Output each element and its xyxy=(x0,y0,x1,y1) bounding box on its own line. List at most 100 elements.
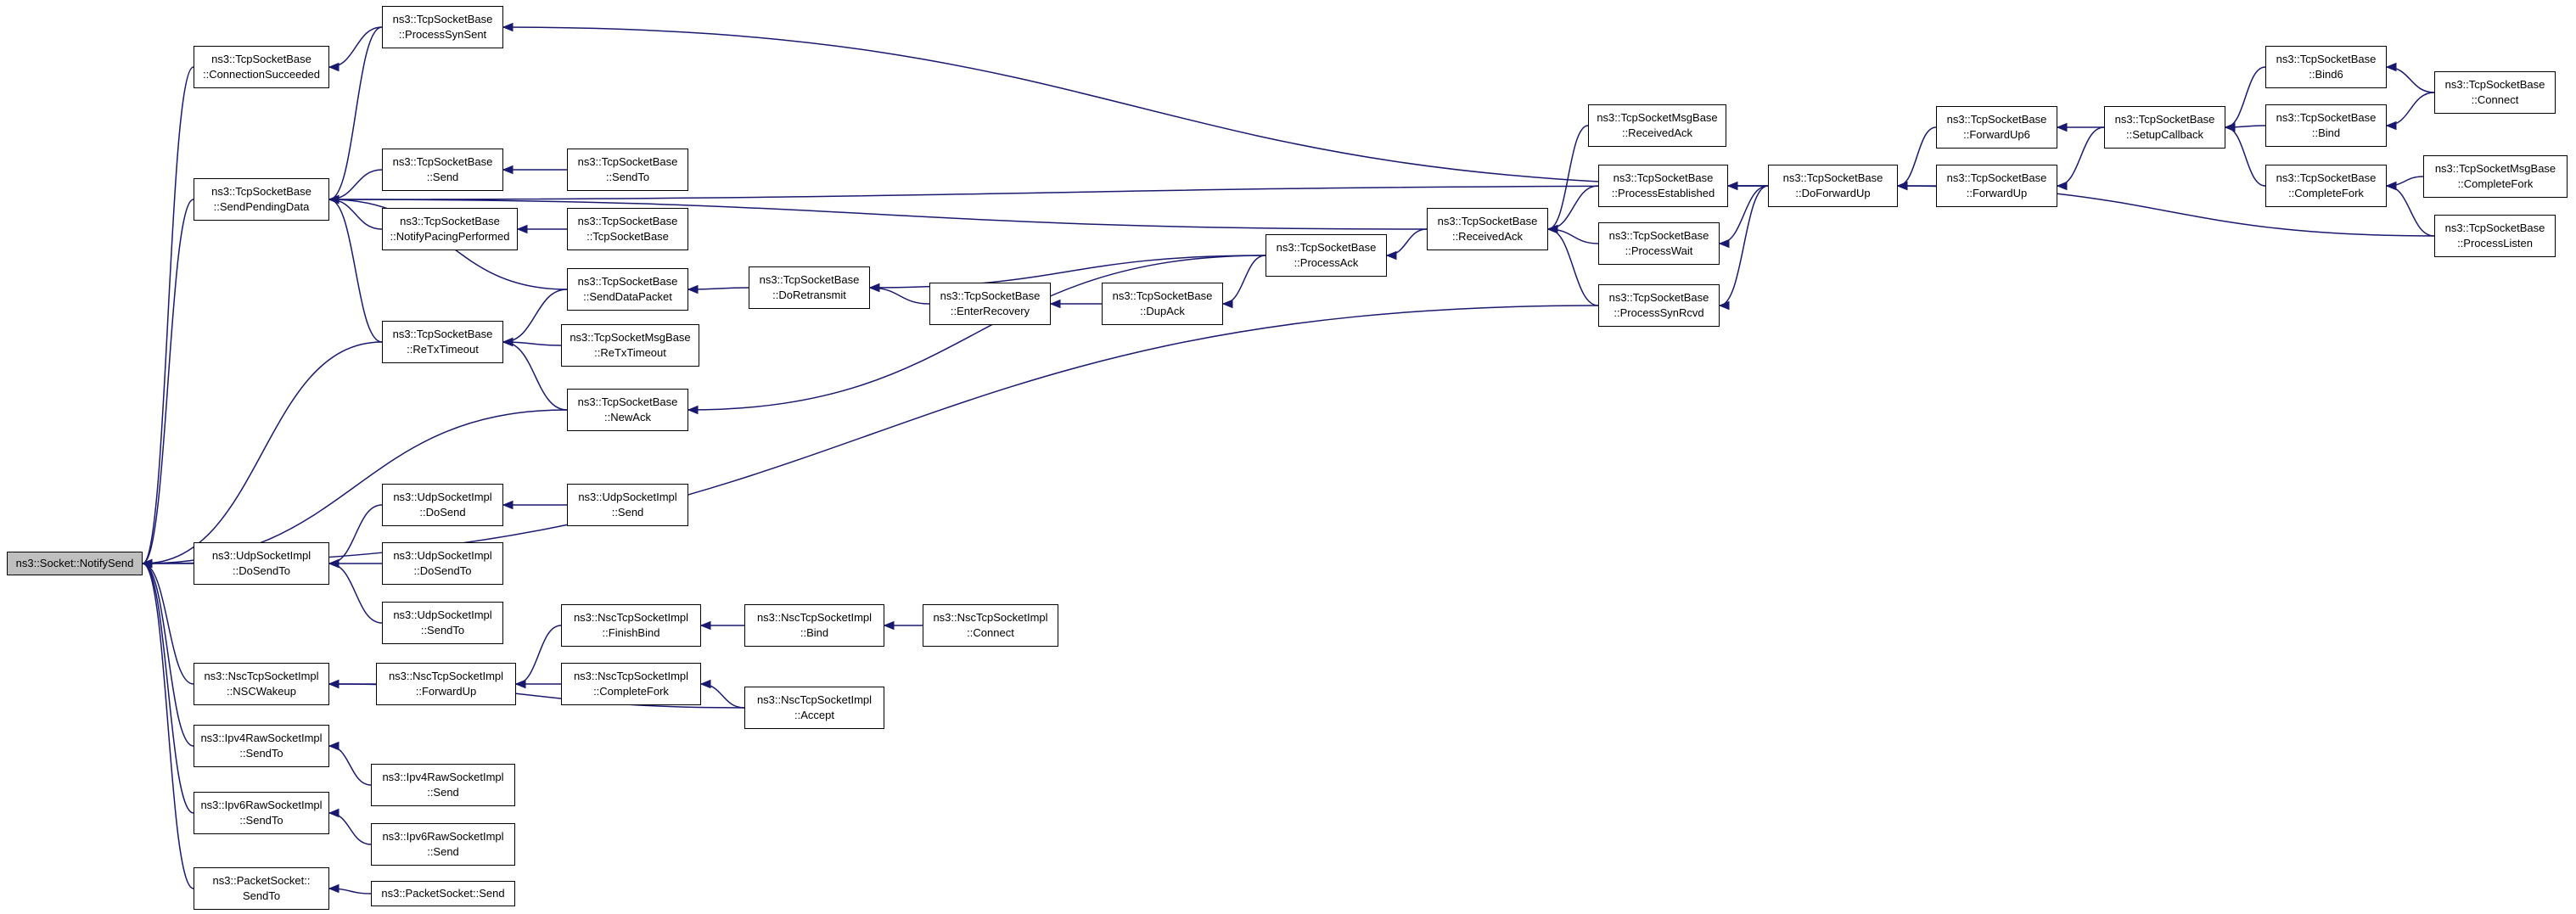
call-edge-arrowhead xyxy=(699,620,711,631)
call-edge-arrowhead xyxy=(2224,122,2236,132)
call-edge-arrowhead xyxy=(502,22,514,32)
graph-node-tcp-send[interactable]: ns3::TcpSocketBase::Send xyxy=(382,149,503,191)
graph-node-send-pending-data[interactable]: ns3::TcpSocketBase::SendPendingData xyxy=(194,178,329,221)
graph-node-label: ns3::TcpSocketBase xyxy=(1946,113,2047,126)
graph-node-bind[interactable]: ns3::TcpSocketBase::Bind xyxy=(2265,104,2387,147)
graph-node-tcp-ctor[interactable]: ns3::TcpSocketBase::TcpSocketBase xyxy=(567,208,688,250)
graph-node-re-tx-timeout[interactable]: ns3::TcpSocketBase::ReTxTimeout xyxy=(382,321,503,363)
call-edge-arrowhead xyxy=(1896,181,1908,191)
graph-node-label: ::ReTxTimeout xyxy=(594,346,666,359)
call-edge-arrowhead xyxy=(328,558,340,569)
graph-node-label: ::ProcessListen xyxy=(2457,237,2533,250)
graph-node-label: ns3::TcpSocketBase xyxy=(2276,53,2377,65)
graph-node-udp-do-send-to2[interactable]: ns3::UdpSocketImpl::DoSendTo xyxy=(382,542,503,585)
call-edge-arrowhead xyxy=(2385,181,2397,191)
call-edge xyxy=(142,563,194,889)
graph-node-do-retransmit[interactable]: ns3::TcpSocketBase::DoRetransmit xyxy=(749,266,870,309)
graph-node-msg-complete-fork[interactable]: ns3::TcpSocketMsgBase::CompleteFork xyxy=(2423,155,2568,198)
graph-node-label: ns3::TcpSocketBase xyxy=(577,395,678,408)
graph-node-do-forward-up[interactable]: ns3::TcpSocketBase::DoForwardUp xyxy=(1768,165,1898,207)
graph-node-label: ns3::TcpSocketBase xyxy=(211,53,311,65)
graph-node-ipv6-send[interactable]: ns3::Ipv6RawSocketImpl::Send xyxy=(371,823,515,866)
call-edge xyxy=(328,199,1428,230)
graph-node-forward-up6[interactable]: ns3::TcpSocketBase::ForwardUp6 xyxy=(1936,106,2057,149)
graph-node-process-listen[interactable]: ns3::TcpSocketBase::ProcessListen xyxy=(2434,215,2556,257)
call-edge-arrowhead xyxy=(1385,250,1397,261)
graph-node-label: ::ReTxTimeout xyxy=(407,343,479,356)
graph-node-setup-callback[interactable]: ns3::TcpSocketBase::SetupCallback xyxy=(2104,106,2225,149)
call-edge xyxy=(502,26,1769,187)
graph-node-label: ::SendTo xyxy=(420,624,465,636)
call-edge-arrowhead xyxy=(2385,62,2397,72)
call-edge xyxy=(2225,126,2266,187)
graph-node-conn-succeeded[interactable]: ns3::TcpSocketBase::ConnectionSucceeded xyxy=(194,46,329,88)
graph-node-msg-received-ack[interactable]: ns3::TcpSocketMsgBase::ReceivedAck xyxy=(1588,104,1726,147)
graph-node-nsc-complete-fork[interactable]: ns3::NscTcpSocketImpl::CompleteFork xyxy=(561,663,701,705)
graph-node-ipv4-send[interactable]: ns3::Ipv4RawSocketImpl::Send xyxy=(371,764,515,806)
graph-node-enter-recovery[interactable]: ns3::TcpSocketBase::EnterRecovery xyxy=(929,283,1051,325)
graph-node-msg-re-tx-timeout[interactable]: ns3::TcpSocketMsgBase::ReTxTimeout xyxy=(561,324,699,367)
call-edge xyxy=(328,745,372,786)
graph-node-udp-do-send-to[interactable]: ns3::UdpSocketImpl::DoSendTo xyxy=(194,542,329,585)
graph-node-process-syn-sent[interactable]: ns3::TcpSocketBase::ProcessSynSent xyxy=(382,6,503,48)
graph-node-complete-fork[interactable]: ns3::TcpSocketBase::CompleteFork xyxy=(2265,165,2387,207)
graph-node-label: ns3::NscTcpSocketImpl xyxy=(933,611,1048,624)
graph-node-label: ::ProcessSynSent xyxy=(398,28,487,41)
graph-node-send-data-packet[interactable]: ns3::TcpSocketBase::SendDataPacket xyxy=(567,268,688,311)
graph-node-label: ::DoSendTo xyxy=(233,564,290,577)
call-edge-arrowhead xyxy=(514,679,526,689)
graph-node-forward-up[interactable]: ns3::TcpSocketBase::ForwardUp xyxy=(1936,165,2057,207)
graph-node-udp-send-to[interactable]: ns3::UdpSocketImpl::SendTo xyxy=(382,602,503,644)
graph-node-nsc-finish-bind[interactable]: ns3::NscTcpSocketImpl::FinishBind xyxy=(561,604,701,647)
graph-node-packet-send[interactable]: ns3::PacketSocket::Send xyxy=(371,881,515,906)
graph-node-packet-send-to[interactable]: ns3::PacketSocket::SendTo xyxy=(194,867,329,910)
graph-node-label: ns3::UdpSocketImpl xyxy=(393,549,492,562)
call-edge-arrowhead xyxy=(502,500,514,510)
graph-node-label: ::FinishBind xyxy=(602,626,660,639)
graph-node-nsc-connect[interactable]: ns3::NscTcpSocketImpl::Connect xyxy=(923,604,1058,647)
call-edge-arrowhead xyxy=(687,405,699,415)
graph-node-label: ns3::TcpSocketBase xyxy=(1437,215,1538,227)
graph-node-label: ns3::TcpSocketBase xyxy=(759,273,860,286)
call-edge xyxy=(142,409,568,564)
call-edge xyxy=(1222,255,1266,305)
graph-node-bind6[interactable]: ns3::TcpSocketBase::Bind6 xyxy=(2265,46,2387,88)
graph-node-received-ack[interactable]: ns3::TcpSocketBase::ReceivedAck xyxy=(1427,208,1548,250)
graph-node-label: ns3::TcpSocketBase xyxy=(577,275,678,288)
graph-node-label: ::ReceivedAck xyxy=(1451,230,1524,243)
graph-node-process-syn-rcvd[interactable]: ns3::TcpSocketBase::ProcessSynRcvd xyxy=(1598,284,1720,327)
call-edge-arrowhead xyxy=(328,194,340,205)
graph-node-connect[interactable]: ns3::TcpSocketBase::Connect xyxy=(2434,71,2556,114)
graph-node-ipv4-send-to[interactable]: ns3::Ipv4RawSocketImpl::SendTo xyxy=(194,725,329,767)
graph-node-label: ::ProcessWait xyxy=(1625,244,1693,257)
graph-node-label: ::TcpSocketBase xyxy=(586,230,669,243)
graph-node-nsc-forward-up[interactable]: ns3::NscTcpSocketImpl::ForwardUp xyxy=(376,663,516,705)
graph-node-dup-ack[interactable]: ns3::TcpSocketBase::DupAck xyxy=(1102,283,1223,325)
graph-node-new-ack[interactable]: ns3::TcpSocketBase::NewAck xyxy=(567,389,688,431)
graph-node-process-wait[interactable]: ns3::TcpSocketBase::ProcessWait xyxy=(1598,222,1720,265)
graph-node-tcp-send-to[interactable]: ns3::TcpSocketBase::SendTo xyxy=(567,149,688,191)
graph-node-process-established[interactable]: ns3::TcpSocketBase::ProcessEstablished xyxy=(1598,165,1728,207)
graph-node-ipv6-send-to[interactable]: ns3::Ipv6RawSocketImpl::SendTo xyxy=(194,792,329,834)
graph-node-root[interactable]: ns3::Socket::NotifySend xyxy=(7,552,143,575)
graph-node-label: ::NotifyPacingPerformed xyxy=(390,230,510,243)
call-edge xyxy=(142,563,194,814)
call-edge xyxy=(515,625,562,685)
graph-node-process-ack[interactable]: ns3::TcpSocketBase::ProcessAck xyxy=(1266,234,1387,277)
graph-node-label: ::SendDataPacket xyxy=(583,290,672,303)
graph-node-udp-do-send[interactable]: ns3::UdpSocketImpl::DoSend xyxy=(382,484,503,526)
call-edge-arrowhead xyxy=(1221,299,1233,309)
graph-node-label: ns3::TcpSocketBase xyxy=(1112,289,1213,302)
graph-node-label: ns3::TcpSocketMsgBase xyxy=(1597,111,1718,124)
graph-node-label: ::Send xyxy=(427,786,459,799)
graph-node-notify-pacing[interactable]: ns3::TcpSocketBase::NotifyPacingPerforme… xyxy=(382,208,518,250)
graph-node-nsc-wakeup[interactable]: ns3::NscTcpSocketImpl::NSCWakeup xyxy=(194,663,329,705)
graph-node-label: ns3::TcpSocketBase xyxy=(392,13,493,25)
call-edge-arrowhead xyxy=(141,558,153,569)
call-edge xyxy=(328,26,383,200)
graph-node-nsc-accept[interactable]: ns3::NscTcpSocketImpl::Accept xyxy=(744,687,884,729)
graph-node-udp-send[interactable]: ns3::UdpSocketImpl::Send xyxy=(567,484,688,526)
graph-node-label: ns3::Socket::NotifySend xyxy=(15,557,134,569)
graph-node-nsc-bind[interactable]: ns3::NscTcpSocketImpl::Bind xyxy=(744,604,884,647)
